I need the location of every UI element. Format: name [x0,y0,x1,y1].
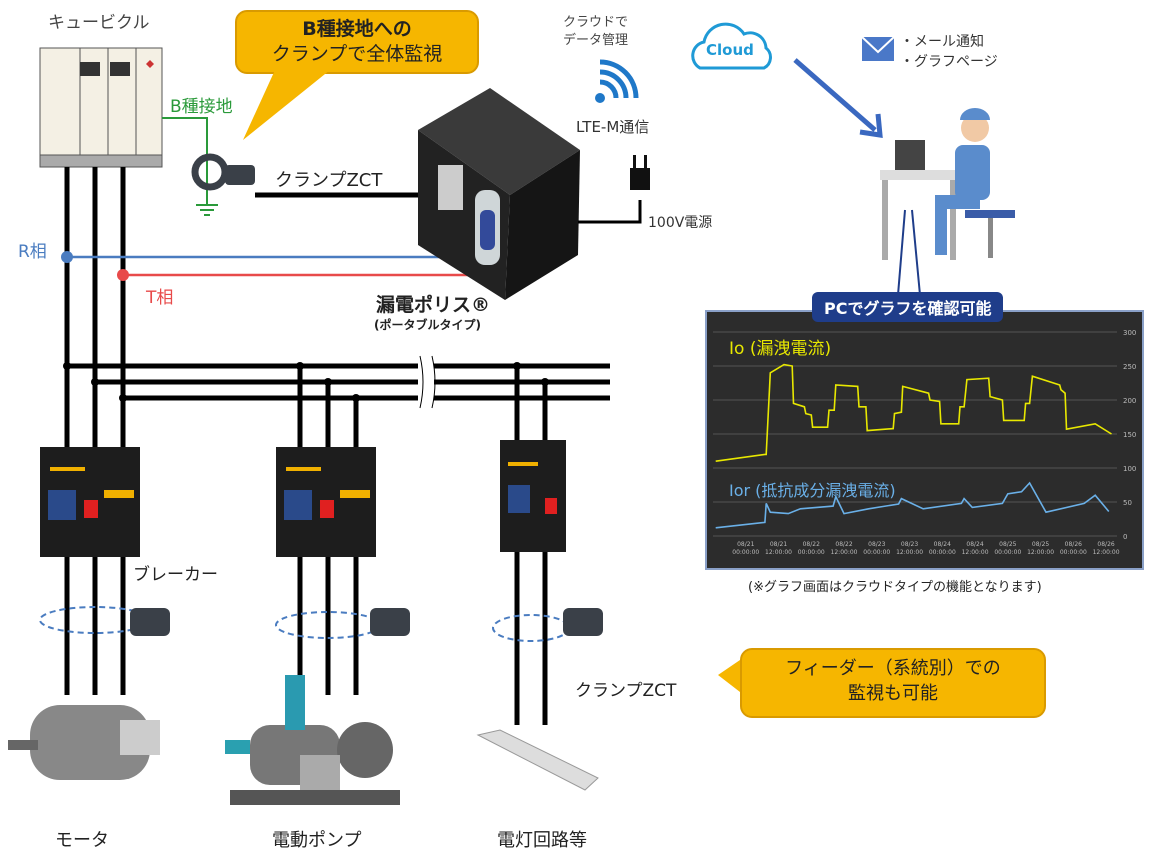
breaker-label: ブレーカー [133,565,218,585]
io-series-line [715,363,1112,462]
lighting-label: 電灯回路等 [497,830,587,851]
pump-icon [225,675,400,805]
x-tick-label: 08/24 [966,541,983,548]
power-cable [578,200,642,224]
callout-line: フィーダー（系統別）での [785,658,1001,679]
pc-user-icon [880,108,1015,260]
product-name: 漏電ポリス® [376,294,491,316]
clamp-zct-feeder-label: クランプZCT [575,681,677,701]
power-label: 100V電源 [648,215,713,231]
feeder-ellipses [39,606,570,642]
x-tick-label: 12:00:00 [962,549,989,556]
lte-label: LTE-M通信 [576,118,650,136]
y-tick-label: 100 [1123,465,1136,473]
callout-feeder-monitoring: フィーダー（系統別）での 監視も可能 [740,648,1046,718]
x-tick-label: 08/26 [1065,541,1082,548]
y-tick-label: 200 [1123,397,1136,405]
io-series-label: Io (漏洩電流) [729,339,832,359]
clamp-zct-icon [191,153,255,191]
x-tick-label: 12:00:00 [1093,549,1120,556]
b-ground-label: B種接地 [170,97,233,117]
x-tick-label: 12:00:00 [765,549,792,556]
text-line: データ管理 [563,33,629,48]
power-plug-icon [630,155,650,190]
x-tick-label: 00:00:00 [1060,549,1087,556]
chart-svg: 05010015020025030008/2100:00:0008/2112:0… [713,329,1136,556]
callout-line: B種接地への [302,18,412,40]
x-tick-label: 08/23 [901,541,918,548]
product-type: (ポータブルタイプ) [374,318,481,332]
ior-series-label: Ior (抵抗成分漏洩電流) [729,481,896,500]
breaker-icons [40,440,566,557]
wave-break-icon [419,355,436,409]
text-line: クラウドで [563,15,629,30]
x-tick-label: 00:00:00 [732,549,759,556]
clamp-zct-label: クランプZCT [275,170,383,191]
x-tick-label: 12:00:00 [1027,549,1054,556]
x-tick-label: 08/22 [835,541,852,548]
lighting-fixture-icon [476,729,599,791]
arrow-icon [793,58,877,132]
cubicle-icon [39,47,163,168]
callout-line: 監視も可能 [848,683,938,704]
cloud-text: Cloud [706,41,754,59]
notification-list: ・メール通知・グラフページ [900,32,998,72]
cubicle-label: キュービクル [48,13,150,33]
wireless-signal-icon [595,59,639,103]
x-tick-label: 08/23 [868,541,885,548]
x-tick-label: 08/21 [737,541,754,548]
pump-label: 電動ポンプ [272,830,362,851]
break-mark [418,356,434,408]
motor-label: モータ [55,830,109,851]
ior-series-line [715,481,1110,529]
callout-line: クランプで全体監視 [271,43,443,65]
pc-banner: PCでグラフを確認可能 [812,292,1004,322]
y-tick-label: 50 [1123,499,1132,507]
cloud-icon [691,22,772,70]
y-tick-label: 250 [1123,363,1136,371]
x-tick-label: 12:00:00 [831,549,858,556]
x-tick-label: 00:00:00 [798,549,825,556]
y-tick-label: 150 [1123,431,1136,439]
y-tick-label: 300 [1123,329,1136,337]
x-tick-label: 00:00:00 [929,549,956,556]
x-tick-label: 08/25 [1032,541,1049,548]
callout-overall-monitoring: B種接地への クランプで全体監視 [235,10,479,74]
y-tick-label: 0 [1123,533,1127,541]
notify-item: ・グラフページ [900,54,998,70]
cloud-manage-label: クラウドでデータ管理 [563,14,628,50]
x-tick-label: 08/25 [999,541,1016,548]
feeder-clamp-icons [130,608,603,636]
leak-police-device-icon [418,88,580,300]
t-phase-label: T相 [146,288,174,308]
ground-icon [162,117,218,216]
x-tick-label: 00:00:00 [994,549,1021,556]
x-tick-label: 08/21 [770,541,787,548]
x-tick-label: 00:00:00 [863,549,890,556]
r-phase-label: R相 [18,242,47,262]
motor-icon [8,705,160,780]
notify-item: ・メール通知 [900,34,984,50]
x-tick-label: 12:00:00 [896,549,923,556]
x-tick-label: 08/24 [934,541,951,548]
x-tick-label: 08/22 [803,541,820,548]
x-tick-label: 08/26 [1097,541,1114,548]
graph-note: (※グラフ画面はクラウドタイプの機能となります) [748,580,1042,595]
